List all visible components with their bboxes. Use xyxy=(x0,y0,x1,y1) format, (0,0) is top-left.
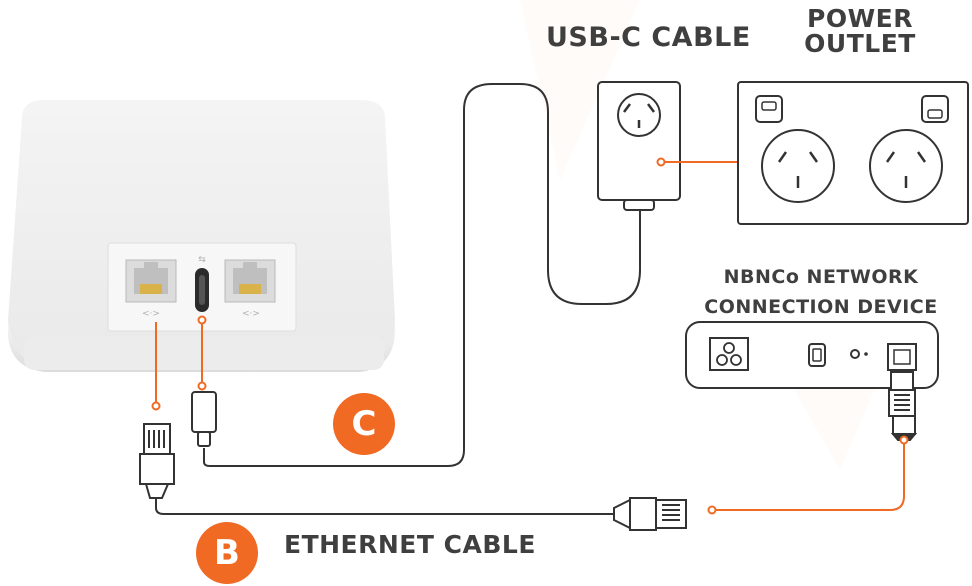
usbc-cable-wire xyxy=(203,83,641,467)
nbn-device-label: NBNCo NETWORK CONNECTION DEVICE xyxy=(676,262,966,322)
nbn-device-label-line1: NBNCo NETWORK xyxy=(723,266,919,288)
leader-dot xyxy=(707,505,717,515)
power-outlet xyxy=(737,81,969,225)
nbn-connection-device xyxy=(685,321,939,389)
power-outlet-label-line2: OUTLET xyxy=(804,29,916,58)
outlet-socket-left xyxy=(761,129,835,203)
usbc-cable-label: USB-C CABLE xyxy=(546,22,751,53)
step-c-badge: C xyxy=(333,393,395,455)
leader-dot xyxy=(656,157,666,167)
power-outlet-label-line1: POWER xyxy=(807,4,913,33)
router-leader-lines xyxy=(155,322,203,404)
router-ethernet-port-right[interactable]: <·> xyxy=(224,259,276,319)
nbn-device-label-line2: CONNECTION DEVICE xyxy=(704,296,938,318)
router-device: <·> ⇆ <·> xyxy=(8,100,395,372)
ethernet-leader-line xyxy=(715,442,905,511)
ethernet-plug-nbn xyxy=(888,371,918,441)
svg-text:<·>: <·> xyxy=(242,309,260,319)
ethernet-cable-label: ETHERNET CABLE xyxy=(284,530,536,559)
leader-dot xyxy=(151,401,161,411)
usbc-power-adapter xyxy=(597,81,681,211)
ethernet-plug-nbn-side xyxy=(613,497,687,531)
nbn-reset-hole xyxy=(850,349,860,359)
step-b-badge: B xyxy=(196,522,258,584)
router-ethernet-port-left[interactable]: <·> xyxy=(125,259,177,319)
svg-text:<·>: <·> xyxy=(142,309,160,319)
usbc-plug-router xyxy=(191,391,217,447)
ethernet-plug-router xyxy=(139,423,175,499)
svg-text:⇆: ⇆ xyxy=(198,255,206,265)
background-decoration xyxy=(520,0,900,470)
outlet-socket-right xyxy=(869,129,943,203)
leader-dot xyxy=(197,381,207,391)
router-usbc-port[interactable]: ⇆ xyxy=(195,255,209,312)
nbn-ethernet-port xyxy=(887,343,917,371)
leader-dot xyxy=(197,315,207,325)
nbn-usb-port xyxy=(808,343,826,367)
leader-dot xyxy=(899,435,909,445)
power-outlet-label: POWER OUTLET xyxy=(790,6,930,56)
ethernet-cable-wire xyxy=(155,498,614,515)
nbn-power-port xyxy=(709,337,749,371)
